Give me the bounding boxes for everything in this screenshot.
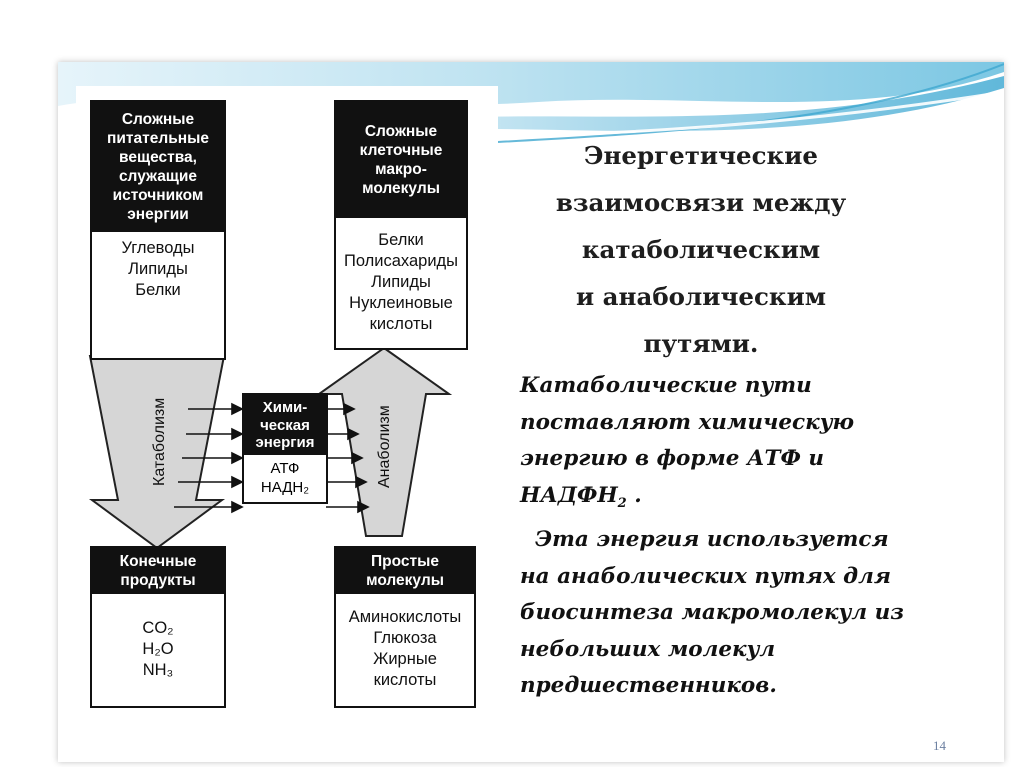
simple-molecules-box: Простые молекулы Аминокислоты Глюкоза Жи… — [334, 546, 476, 708]
energy-carrier-item: АТФ — [270, 459, 300, 477]
simple-molecules-header-line: молекулы — [366, 572, 444, 589]
macromolecules-box: Сложные клеточные макро- молекулы Белки … — [334, 100, 468, 350]
end-products-box: Конечные продукты CO₂ H₂O NH₃ — [90, 546, 226, 708]
macromolecule-item: Липиды — [371, 272, 431, 291]
end-products-header: Конечные продукты — [92, 548, 224, 594]
simple-molecules-header: Простые молекулы — [336, 548, 474, 594]
nutrients-header-line: источником — [112, 187, 204, 204]
simple-molecules-header-line: Простые — [371, 553, 439, 570]
chemical-energy-header: Хими- ческая энергия — [244, 395, 326, 455]
end-products-header-line: Конечные — [119, 553, 197, 570]
paragraph-line: энергию в форме АТФ и — [520, 446, 824, 471]
nutrients-box: Сложные питательные вещества, служащие и… — [90, 100, 226, 360]
macromolecule-item: Нуклеиновые — [349, 293, 453, 312]
nutrient-item: Углеводы — [121, 239, 195, 257]
end-products-items: CO₂ H₂O NH₃ — [92, 594, 224, 704]
simple-molecules-items: Аминокислоты Глюкоза Жирные кислоты — [336, 594, 474, 704]
slide-title-line: путями. — [643, 329, 759, 358]
simple-molecule-item: Аминокислоты — [348, 608, 462, 626]
end-product-item: CO₂ — [142, 618, 174, 637]
chemical-energy-header-line: энергия — [255, 434, 315, 451]
paragraph-line: биосинтеза макромолекул из — [520, 600, 904, 625]
nutrients-items: Углеводы Липиды Белки — [92, 232, 224, 328]
paragraph-line-nadph: НАДФН2 . — [520, 478, 950, 523]
energy-transfer-arrows-left — [174, 402, 244, 514]
paragraph-line: предшественников. — [520, 673, 777, 698]
simple-molecule-item: Глюкоза — [373, 629, 437, 647]
macromolecules-header-line: клеточные — [359, 142, 443, 159]
paragraph-line: Катаболические пути — [520, 373, 812, 398]
page-number: 14 — [933, 738, 946, 753]
macromolecules-header-line: молекулы — [362, 180, 440, 197]
paragraph-line: на анаболических путях для — [520, 563, 891, 589]
nadph-text: НАДФН — [520, 482, 618, 508]
slide-title-line: Энергетические — [584, 141, 818, 170]
catabolism-label: Катаболизм — [151, 398, 168, 486]
nutrient-item: Липиды — [128, 260, 188, 278]
chemical-energy-items: АТФ НАДН₂ — [244, 455, 326, 502]
chemical-energy-header-line: ческая — [260, 416, 310, 434]
explanation-paragraph: Катаболические пути поставляют химическу… — [520, 368, 950, 705]
nutrients-header-line: энергии — [127, 206, 189, 223]
end-product-item: H₂O — [142, 639, 174, 658]
chemical-energy-box: Хими- ческая энергия АТФ НАДН₂ — [242, 393, 328, 504]
macromolecules-header-line: макро- — [375, 161, 427, 178]
end-products-header-line: продукты — [120, 572, 196, 589]
slide-title-line: и анаболическим — [575, 282, 827, 311]
nutrients-header-line: вещества, — [119, 149, 197, 166]
end-product-item: NH₃ — [142, 660, 174, 679]
macromolecules-items: Белки Полисахариды Липиды Нуклеиновые ки… — [336, 218, 466, 346]
nutrient-item: Белки — [135, 281, 181, 299]
simple-molecule-item: кислоты — [373, 671, 437, 689]
slide-title-line: катаболическим — [581, 235, 821, 264]
macromolecules-header: Сложные клеточные макро- молекулы — [336, 102, 466, 218]
macromolecule-item: Белки — [378, 230, 424, 249]
macromolecule-item: кислоты — [369, 314, 433, 333]
paragraph-line: поставляют химическую — [520, 409, 855, 435]
nutrients-header-line: служащие — [118, 168, 198, 185]
macromolecules-header-line: Сложные — [364, 123, 438, 140]
paragraph-line: небольших молекул — [520, 636, 776, 662]
metabolism-diagram: Катаболизм Анаболизм Сложные питательные… — [76, 86, 498, 718]
paragraph-line: Эта энергия используется — [520, 527, 889, 552]
slide-title: Энергетические взаимосвязи между катабол… — [495, 132, 907, 367]
simple-molecule-item: Жирные — [373, 650, 437, 668]
slide: Катаболизм Анаболизм Сложные питательные… — [58, 62, 1004, 762]
nutrients-header-line: питательные — [107, 130, 209, 147]
nutrients-header-line: Сложные — [121, 111, 195, 128]
chemical-energy-header-line: Хими- — [262, 399, 308, 416]
diagram-arrows: Катаболизм Анаболизм — [88, 346, 453, 550]
nutrients-header: Сложные питательные вещества, служащие и… — [92, 102, 224, 232]
anabolism-label: Анаболизм — [376, 405, 393, 488]
macromolecule-item: Полисахариды — [343, 251, 459, 270]
energy-carrier-item: НАДН₂ — [260, 478, 310, 496]
nadph-subscript: 2 — [617, 495, 627, 511]
nadph-period: . — [626, 482, 642, 508]
catabolism-arrow — [88, 355, 226, 550]
energy-transfer-arrows-right — [326, 402, 370, 514]
slide-title-line: взаимосвязи между — [555, 188, 847, 217]
